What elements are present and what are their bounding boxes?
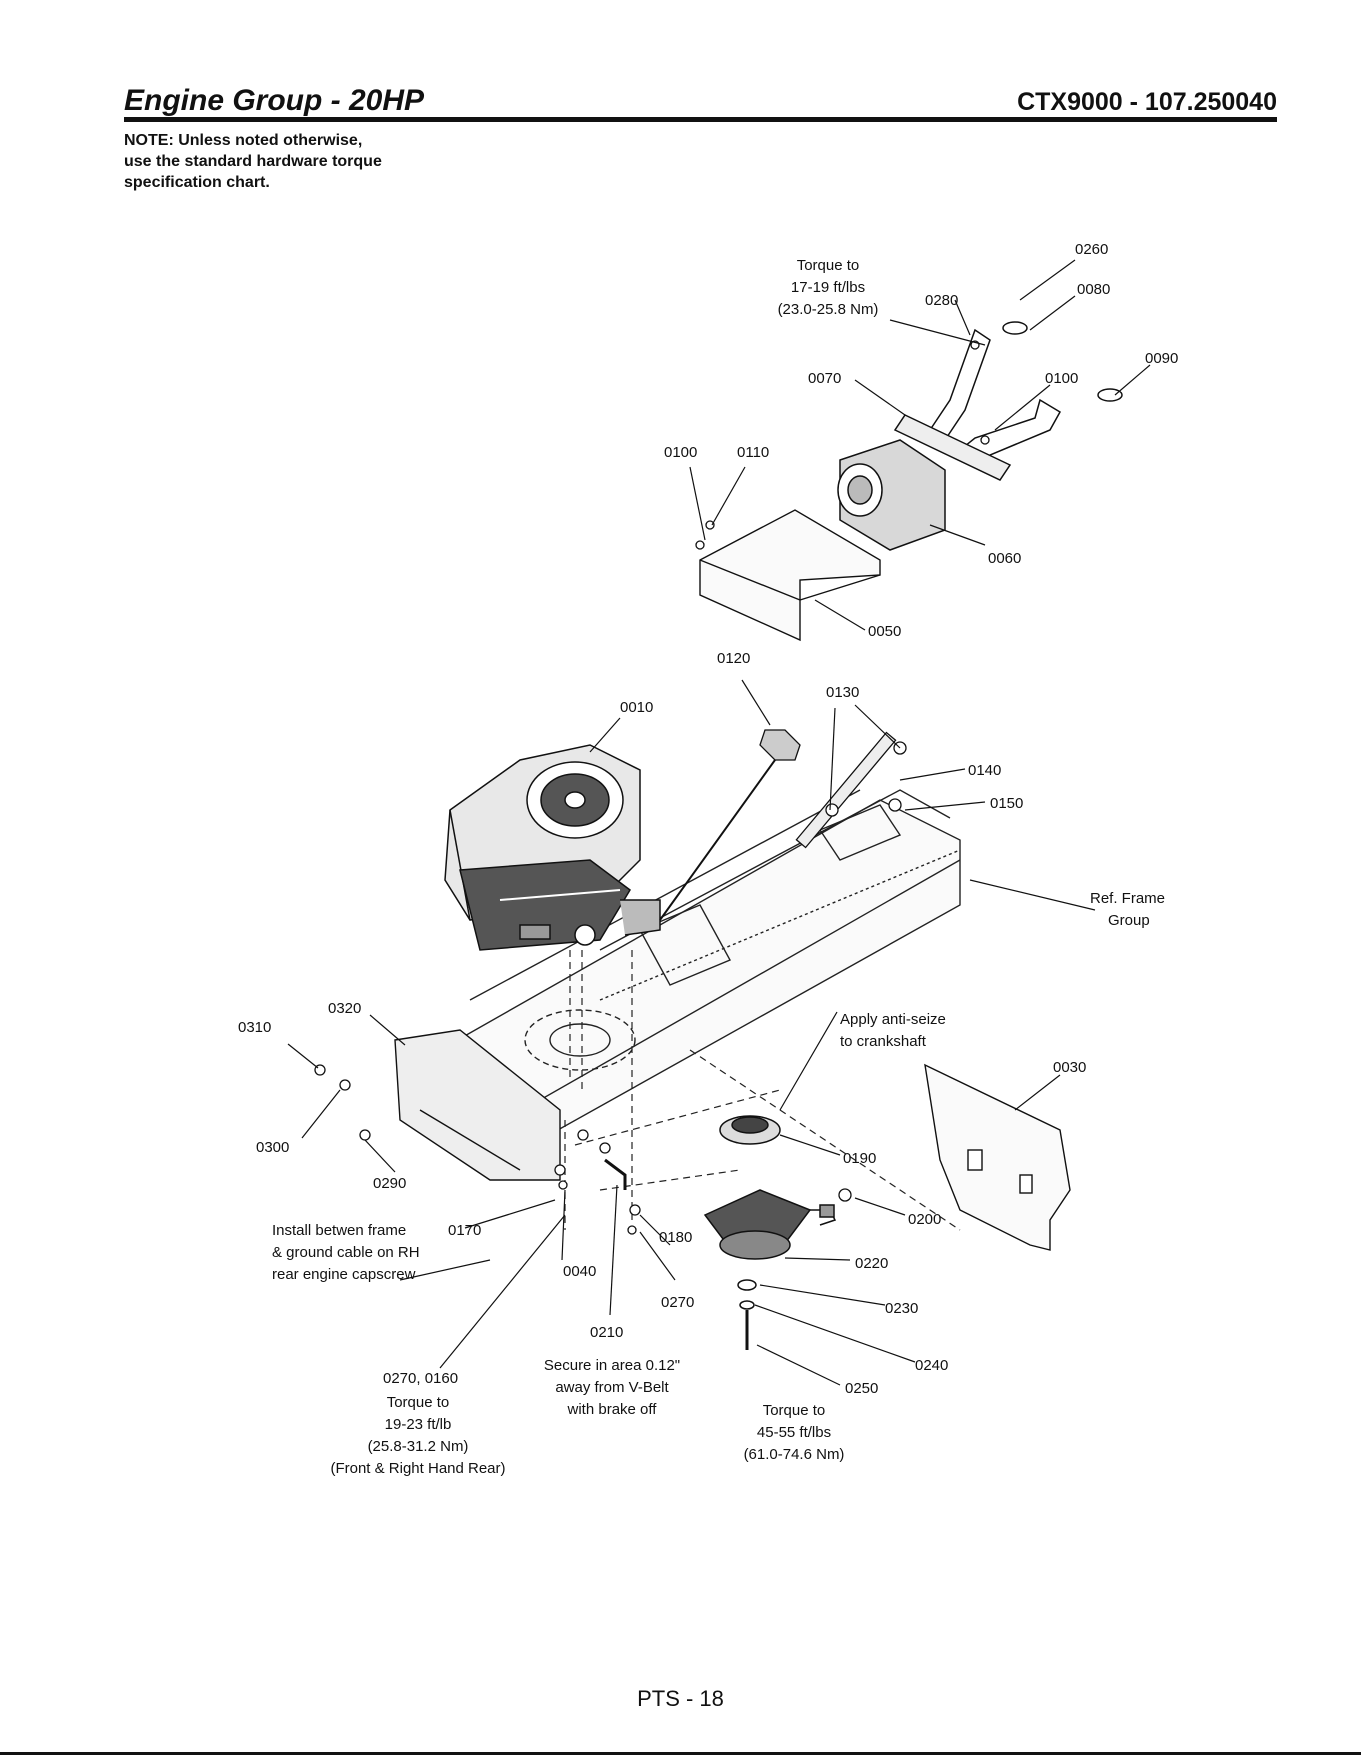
label-0130: 0130: [826, 684, 859, 701]
callout-line: Torque to: [387, 1394, 450, 1411]
label-0200: 0200: [908, 1211, 941, 1228]
small-hardware: [314, 340, 990, 1235]
label-0250: 0250: [845, 1380, 878, 1397]
callout-line: Ref. Frame: [1090, 890, 1165, 907]
callout-line: (25.8-31.2 Nm): [368, 1438, 469, 1455]
callout-line: Torque to: [763, 1402, 826, 1419]
note-line: NOTE: Unless noted otherwise,: [124, 132, 363, 149]
callout-line: Apply anti-seize: [840, 1011, 946, 1028]
label-0180: 0180: [659, 1229, 692, 1246]
label-0090: 0090: [1145, 350, 1178, 367]
callout-line: (23.0-25.8 Nm): [778, 301, 879, 318]
callout-secure-area: Secure in area 0.12" away from V-Belt wi…: [544, 1357, 680, 1418]
callout-ground-cable: Install betwen frame & ground cable on R…: [272, 1222, 420, 1283]
engine-illustration: [444, 744, 661, 951]
belt-guard: [924, 1063, 1071, 1251]
callout-ref-frame: Ref. Frame Group: [1090, 890, 1165, 929]
label-0010: 0010: [620, 699, 653, 716]
label-0220: 0220: [855, 1255, 888, 1272]
note-line: use the standard hardware torque: [124, 153, 382, 170]
callout-torque-exhaust: Torque to 17-19 ft/lbs (23.0-25.8 Nm): [778, 257, 879, 318]
model-number: CTX9000 - 107.250040: [1017, 88, 1277, 116]
label-0170: 0170: [448, 1222, 481, 1239]
footer-rule: [0, 1752, 1361, 1755]
page-number: PTS - 18: [637, 1686, 724, 1711]
label-0050: 0050: [868, 623, 901, 640]
clutch-assembly: [703, 1115, 837, 1350]
callout-torque-front: Torque to 19-23 ft/lb (25.8-31.2 Nm) (Fr…: [330, 1394, 505, 1477]
label-0040: 0040: [563, 1263, 596, 1280]
callout-line: 17-19 ft/lbs: [791, 279, 865, 296]
label-0150: 0150: [990, 795, 1023, 812]
label-0190: 0190: [843, 1150, 876, 1167]
callout-anti-seize: Apply anti-seize to crankshaft: [840, 1011, 946, 1050]
callout-torque-clutch: Torque to 45-55 ft/lbs (61.0-74.6 Nm): [744, 1402, 845, 1463]
callout-line: Install betwen frame: [272, 1222, 406, 1239]
label-0270: 0270: [661, 1294, 694, 1311]
label-0270-0160: 0270, 0160: [383, 1370, 458, 1387]
label-0260: 0260: [1075, 241, 1108, 258]
callout-line: (61.0-74.6 Nm): [744, 1446, 845, 1463]
mount-bracket: [394, 1029, 561, 1181]
label-0080: 0080: [1077, 281, 1110, 298]
callout-line: (Front & Right Hand Rear): [330, 1460, 505, 1477]
label-0210: 0210: [590, 1324, 623, 1341]
callout-line: away from V-Belt: [555, 1379, 669, 1396]
part-labels: 0260 0080 0090 0100 0280 0070 0060 0100 …: [238, 241, 1178, 1397]
muffler-illustration: [837, 439, 946, 551]
callout-line: Group: [1108, 912, 1150, 929]
label-0290: 0290: [373, 1175, 406, 1192]
callout-line: Secure in area 0.12": [544, 1357, 680, 1374]
callout-line: to crankshaft: [840, 1033, 927, 1050]
label-0100: 0100: [1045, 370, 1078, 387]
label-0110: 0110: [737, 444, 769, 461]
header-rule: [124, 117, 1277, 122]
leader-lines: [287, 259, 1151, 1386]
callout-line: 19-23 ft/lb: [385, 1416, 452, 1433]
page-title: Engine Group - 20HP: [124, 84, 425, 117]
label-0070: 0070: [808, 370, 841, 387]
label-0140: 0140: [968, 762, 1001, 779]
label-0100: 0100: [664, 444, 697, 461]
note-line: specification chart.: [124, 174, 270, 191]
callout-line: 45-55 ft/lbs: [757, 1424, 831, 1441]
exhaust-pipes: [893, 321, 1123, 481]
label-0280: 0280: [925, 292, 958, 309]
callout-line: rear engine capscrew: [272, 1266, 416, 1283]
heat-shield: [699, 509, 881, 642]
label-0240: 0240: [915, 1357, 948, 1374]
label-0320: 0320: [328, 1000, 361, 1017]
label-0060: 0060: [988, 550, 1021, 567]
callout-line: with brake off: [567, 1401, 658, 1418]
label-0310: 0310: [238, 1019, 271, 1036]
torque-note: NOTE: Unless noted otherwise, use the st…: [124, 130, 382, 193]
label-0120: 0120: [717, 650, 750, 667]
label-0030: 0030: [1053, 1059, 1086, 1076]
callout-line: & ground cable on RH: [272, 1244, 420, 1261]
callout-line: Torque to: [797, 257, 860, 274]
label-0230: 0230: [885, 1300, 918, 1317]
label-0300: 0300: [256, 1139, 289, 1156]
